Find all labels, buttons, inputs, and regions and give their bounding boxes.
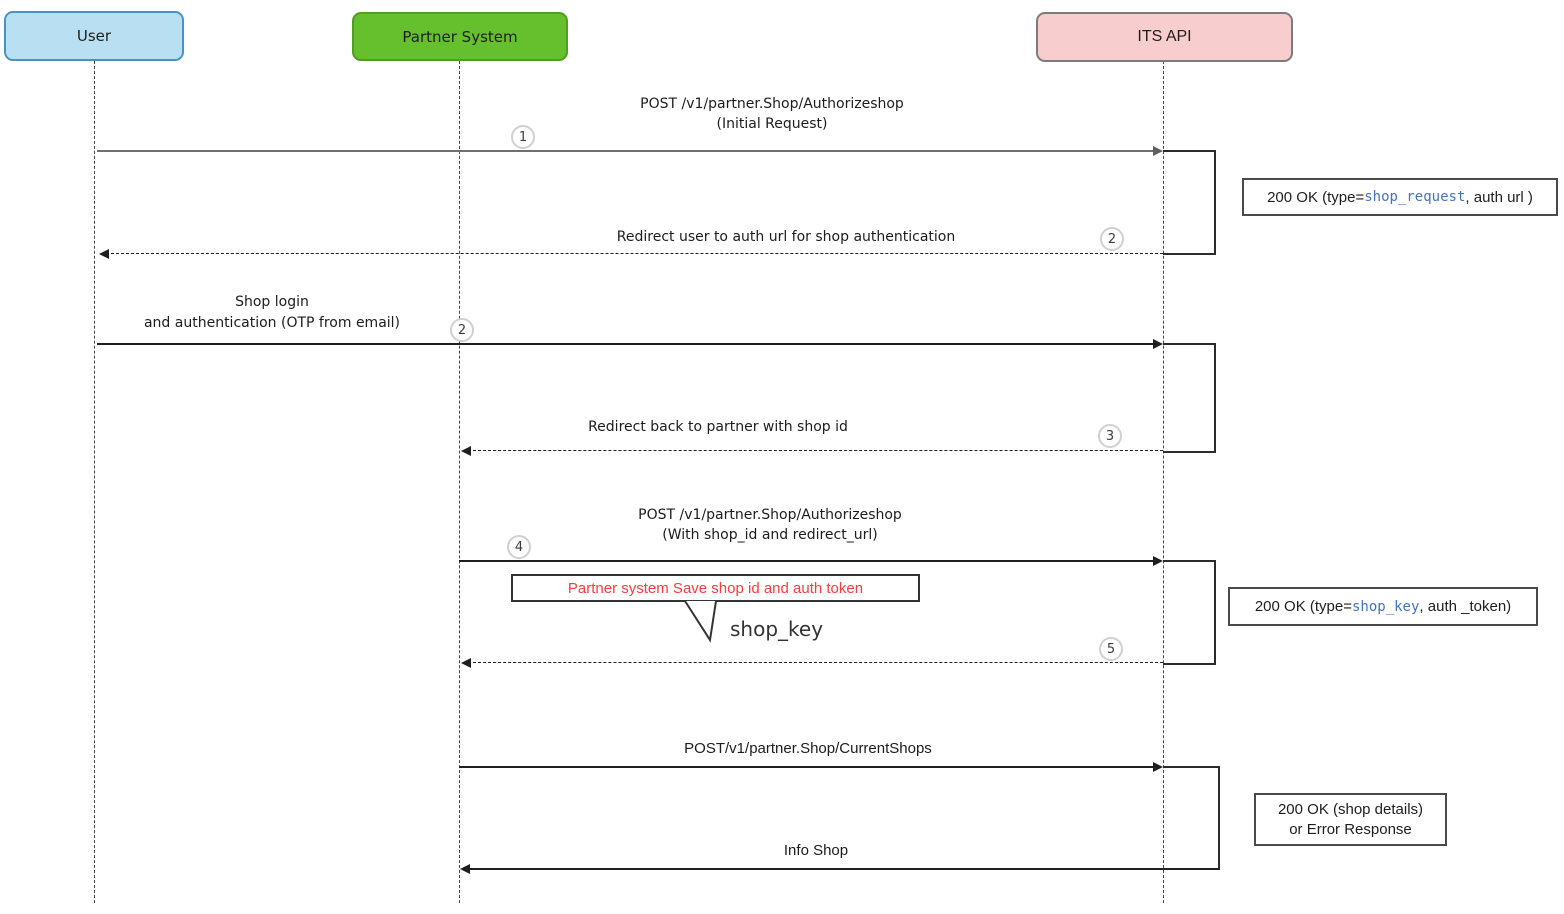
msg3-label-line1: Shop login — [235, 294, 309, 310]
response-box-shop-request: 200 OK (type=shop_request, auth url ) — [1242, 178, 1558, 216]
step-badge-5-number: 5 — [1106, 641, 1116, 657]
msg7-label: POST/v1/partner.Shop/CurrentShops — [684, 740, 932, 757]
msg1-arrowhead-icon — [1153, 146, 1163, 156]
msg8-arrow-line — [468, 868, 1220, 870]
actor-user-label: User — [76, 27, 112, 45]
response1-code: shop_request — [1364, 189, 1466, 205]
activation-bracket-1 — [1163, 150, 1216, 255]
msg2-arrowhead-icon — [99, 249, 109, 259]
lifeline-partner — [459, 61, 460, 903]
msg6-arrowhead-icon — [461, 658, 471, 668]
msg4-arrowhead-icon — [461, 446, 471, 456]
msg1-label-line2: (Initial Request) — [716, 116, 828, 132]
actor-partner-system: Partner System — [352, 12, 568, 61]
msg7-arrowhead-icon — [1153, 762, 1163, 772]
note-save-shop-id-text: Partner system Save shop id and auth tok… — [567, 579, 864, 597]
step-badge-1: 1 — [511, 125, 535, 149]
step-badge-3: 3 — [1098, 424, 1122, 448]
step-badge-2: 2 — [1100, 227, 1124, 251]
activation-bracket-2 — [1163, 343, 1216, 453]
msg2-label: Redirect user to auth url for shop authe… — [616, 229, 956, 245]
actor-its-api: ITS API — [1036, 12, 1293, 62]
step-badge-2-number: 2 — [1107, 231, 1117, 247]
actor-user: User — [4, 11, 184, 61]
msg8-arrowhead-icon — [460, 864, 470, 874]
step-badge-4: 4 — [507, 535, 531, 559]
msg5-label-line1: POST /v1/partner.Shop/Authorizeshop — [638, 507, 902, 523]
lifeline-its-api — [1163, 61, 1164, 903]
response2-suffix: , auth _token) — [1419, 598, 1512, 615]
response1-suffix: , auth url ) — [1465, 188, 1533, 206]
msg1-arrow-line — [97, 150, 1153, 152]
msg3-label-line2: and authentication (OTP from email) — [143, 315, 401, 331]
step-badge-2b-number: 2 — [457, 322, 467, 338]
step-badge-5: 5 — [1099, 637, 1123, 661]
msg2-dashed-line — [101, 253, 1163, 254]
msg5-label-line2: (With shop_id and redirect_url) — [662, 527, 878, 543]
step-badge-2b: 2 — [450, 318, 474, 342]
note-save-shop-id: Partner system Save shop id and auth tok… — [511, 574, 920, 602]
msg5-arrow-line — [459, 560, 1153, 562]
actor-partner-system-label: Partner System — [402, 27, 518, 46]
response1-prefix: 200 OK (type= — [1267, 188, 1365, 206]
response3-line2: or Error Response — [1289, 820, 1412, 838]
msg7-arrow-line — [459, 766, 1153, 768]
response-box-shop-details: 200 OK (shop details) or Error Response — [1254, 793, 1447, 846]
activation-bracket-3 — [1163, 560, 1216, 665]
step-badge-3-number: 3 — [1105, 428, 1115, 444]
msg1-label-line1: POST /v1/partner.Shop/Authorizeshop — [640, 96, 904, 112]
msg4-dashed-line — [463, 450, 1163, 451]
lifeline-user — [94, 61, 95, 903]
response2-prefix: 200 OK (type= — [1254, 598, 1352, 615]
response2-code: shop_key — [1351, 598, 1420, 615]
msg3-arrowhead-icon — [1153, 339, 1163, 349]
msg6-dashed-line — [463, 662, 1163, 663]
response3-line1: 200 OK (shop details) — [1277, 800, 1424, 818]
activation-bracket-4 — [1163, 766, 1220, 870]
step-badge-1-number: 1 — [518, 129, 528, 145]
response-box-shop-key: 200 OK (type=shop_key, auth _token) — [1228, 587, 1538, 626]
msg4-label: Redirect back to partner with shop id — [588, 419, 848, 435]
note-tail-icon — [684, 600, 717, 643]
msg5-arrowhead-icon — [1153, 556, 1163, 566]
msg3-arrow-line — [97, 343, 1153, 345]
step-badge-4-number: 4 — [514, 539, 524, 555]
shop-key-callout: shop_key — [730, 617, 824, 641]
msg8-label: Info Shop — [783, 842, 849, 859]
actor-its-api-label: ITS API — [1137, 28, 1192, 45]
